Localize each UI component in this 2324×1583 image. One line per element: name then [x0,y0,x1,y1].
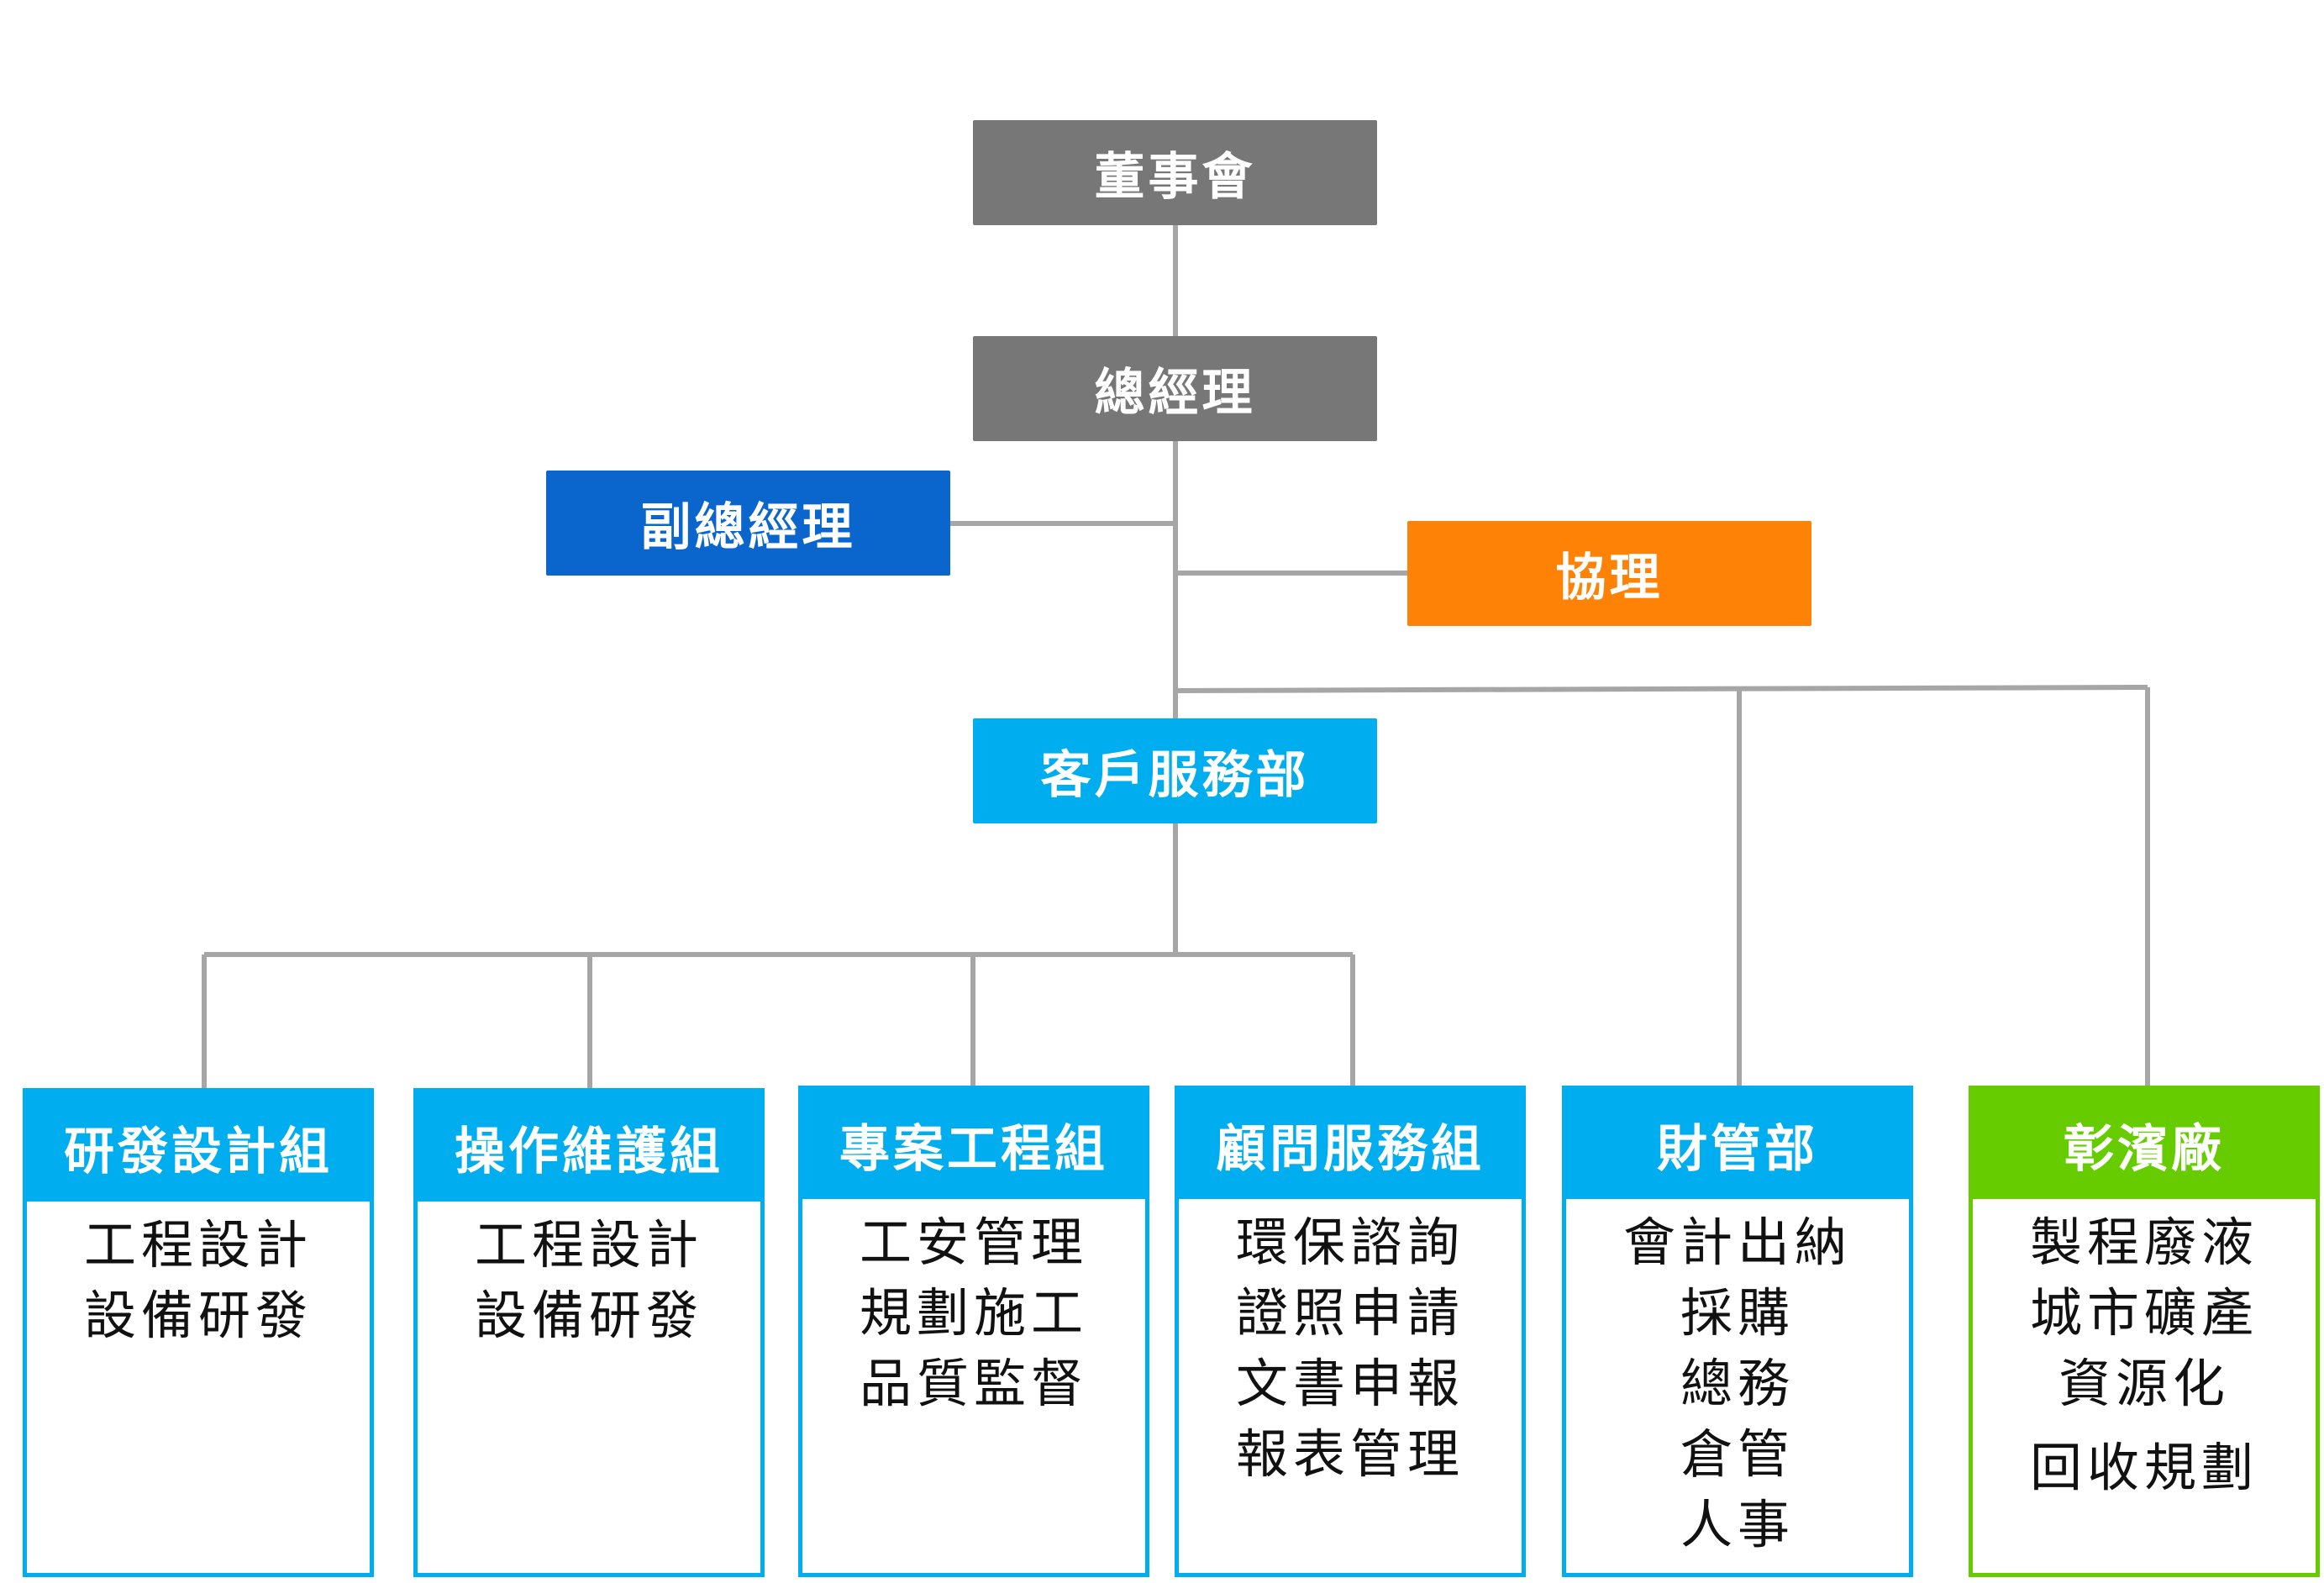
group-item: 文書申報 [1235,1353,1464,1414]
group-item: 總務 [1680,1353,1795,1414]
group-card-items: 環保諮詢 證照申請 文書申報 報表管理 [1179,1207,1522,1490]
general-manager-label: 總經理 [1094,364,1256,423]
group-item: 工安管理 [859,1212,1088,1273]
group-item: 城市礦產 [2029,1282,2258,1344]
group-item: 報表管理 [1235,1423,1464,1485]
group-item: 人事 [1680,1494,1795,1555]
group-item: 會計出納 [1622,1212,1852,1273]
group-item: 環保諮詢 [1235,1212,1464,1273]
group-card-title: 研發設計組 [27,1092,370,1202]
group-item: 工程設計 [83,1214,313,1275]
general-manager-node: 總經理 [973,336,1377,441]
group-item: 證照申請 [1235,1282,1464,1344]
group-card-title: 專案工程組 [802,1090,1145,1199]
group-item: 資源化 [2058,1353,2230,1414]
group-card-project-engineering: 專案工程組 工安管理 規劃施工 品質監督 [798,1086,1149,1577]
deputy-general-manager-label: 副總經理 [640,498,856,557]
group-item: 倉管 [1680,1423,1795,1485]
group-item: 回收規劃 [2029,1437,2258,1498]
deputy-general-manager-node: 副總經理 [546,471,950,576]
group-card-title: 財管部 [1566,1090,1909,1199]
group-card-title: 操作維護組 [418,1092,760,1202]
group-item: 設備研發 [474,1285,703,1346]
group-item: 品質監督 [859,1353,1088,1414]
board-of-directors-node: 董事會 [973,120,1377,225]
group-item: 規劃施工 [859,1282,1088,1344]
group-card-rd-design: 研發設計組 工程設計 設備研發 [23,1088,374,1577]
group-card-consulting-service: 顧問服務組 環保諮詢 證照申請 文書申報 報表管理 [1175,1086,1526,1577]
group-card-operation-maintenance: 操作維護組 工程設計 設備研發 [413,1088,765,1577]
group-item: 採購 [1680,1282,1795,1344]
group-item: 設備研發 [83,1285,313,1346]
group-card-items: 製程廢液 城市礦產 資源化 回收規劃 [1973,1207,2316,1503]
group-item: 製程廢液 [2029,1212,2258,1273]
group-card-items: 工程設計 設備研發 [418,1210,760,1351]
customer-service-dept-label: 客戶服務部 [1040,746,1310,805]
board-label: 董事會 [1094,148,1256,207]
group-card-items: 會計出納 採購 總務 倉管 人事 [1566,1207,1909,1560]
group-card-changbin-plant: 彰濱廠 製程廢液 城市礦產 資源化 回收規劃 [1969,1086,2320,1577]
group-card-items: 工程設計 設備研發 [27,1210,370,1351]
group-card-title: 彰濱廠 [1973,1090,2316,1199]
group-item: 工程設計 [474,1214,703,1275]
group-card-title: 顧問服務組 [1179,1090,1522,1199]
group-card-finance-dept: 財管部 會計出納 採購 總務 倉管 人事 [1562,1086,1913,1577]
group-card-items: 工安管理 規劃施工 品質監督 [802,1207,1145,1419]
assistant-manager-label: 協理 [1555,549,1664,607]
assistant-manager-node: 協理 [1407,521,1811,626]
customer-service-dept-node: 客戶服務部 [973,718,1377,823]
connector-top-branch [1175,685,2148,693]
